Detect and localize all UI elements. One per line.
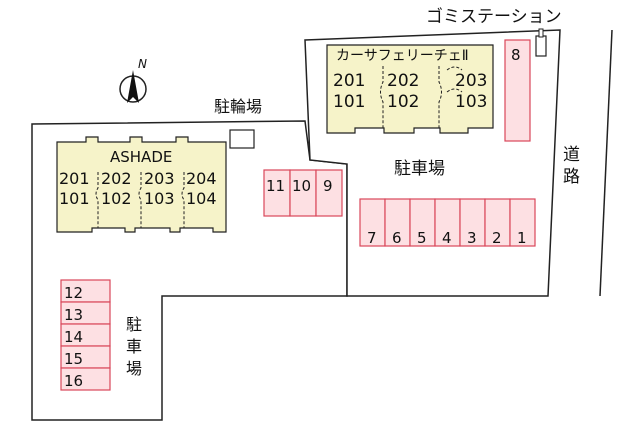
unit-divider bbox=[181, 172, 185, 228]
unit-lower: 101 bbox=[333, 92, 365, 112]
building-casa-felice: カーサフェリーチェⅡ 201 101 202 102 203 103 bbox=[326, 44, 494, 134]
parking-space-label: 3 bbox=[467, 229, 477, 247]
unit-divider-curve bbox=[446, 66, 463, 71]
parking-label-left-1: 駐 bbox=[126, 315, 142, 334]
road-edge-line bbox=[599, 29, 613, 297]
parking-row-middle: 11 10 9 bbox=[263, 169, 343, 217]
unit-upper: 203 bbox=[144, 169, 175, 188]
unit-upper: 203 bbox=[455, 71, 487, 91]
unit-lower: 103 bbox=[144, 189, 175, 208]
unit-divider bbox=[380, 66, 384, 128]
parking-space-label: 12 bbox=[64, 284, 83, 302]
parking-column-left: 12 13 14 15 16 bbox=[60, 279, 111, 391]
parking-label-main: 駐車場 bbox=[394, 159, 445, 179]
parking-space-label: 16 bbox=[64, 372, 83, 390]
parking-space-label: 4 bbox=[442, 229, 452, 247]
road-label-2: 路 bbox=[563, 167, 580, 187]
building-casa-felice-name: カーサフェリーチェⅡ bbox=[336, 48, 469, 64]
unit-upper: 202 bbox=[101, 169, 132, 188]
unit-upper: 202 bbox=[387, 71, 419, 91]
unit-divider bbox=[438, 66, 442, 128]
north-label: N bbox=[138, 57, 147, 71]
parking-space-1 bbox=[509, 198, 536, 247]
unit-upper: 204 bbox=[186, 169, 217, 188]
parking-space-label: 1 bbox=[517, 229, 527, 247]
parking-space-label: 15 bbox=[64, 350, 83, 368]
parking-space-5 bbox=[409, 198, 436, 247]
parking-space-label: 14 bbox=[64, 328, 83, 346]
parking-label-left-3: 場 bbox=[126, 359, 142, 378]
parking-space-label: 13 bbox=[64, 306, 83, 324]
bicycle-parking-label: 駐輪場 bbox=[214, 97, 262, 116]
unit-divider bbox=[95, 172, 99, 228]
road-label-1: 道 bbox=[563, 145, 580, 165]
parking-space-4 bbox=[434, 198, 461, 247]
north-arrow-icon: N bbox=[119, 57, 147, 103]
parking-space-7 bbox=[359, 198, 386, 247]
parking-space-label: 9 bbox=[323, 177, 333, 195]
garbage-station-box bbox=[535, 35, 547, 57]
garbage-station-marker bbox=[538, 28, 544, 38]
unit-upper: 201 bbox=[59, 169, 90, 188]
building-ashade-name: ASHADE bbox=[110, 148, 172, 166]
parking-space-label: 8 bbox=[511, 46, 521, 64]
building-ashade: ASHADE 201 101 202 102 203 103 204 104 bbox=[56, 136, 227, 233]
unit-upper: 201 bbox=[333, 71, 365, 91]
garbage-station-label: ゴミステーション bbox=[426, 6, 562, 27]
parking-space-11 bbox=[263, 169, 291, 217]
parking-label-left-2: 車 bbox=[126, 337, 142, 356]
unit-lower: 102 bbox=[101, 189, 132, 208]
parking-space-10 bbox=[289, 169, 317, 217]
unit-lower: 101 bbox=[59, 189, 90, 208]
parking-row-bottom-right: 7 6 5 4 3 2 1 bbox=[359, 198, 536, 247]
unit-lower: 102 bbox=[387, 92, 419, 112]
parking-space-label: 5 bbox=[417, 229, 427, 247]
parking-space-2 bbox=[484, 198, 511, 247]
parking-space-9 bbox=[315, 169, 343, 217]
parking-space-label: 6 bbox=[392, 229, 402, 247]
bicycle-parking-box bbox=[229, 129, 255, 149]
parking-space-3 bbox=[459, 198, 486, 247]
unit-lower: 104 bbox=[186, 189, 217, 208]
unit-divider-curve bbox=[446, 88, 463, 93]
unit-lower: 103 bbox=[455, 92, 487, 112]
parking-space-label: 2 bbox=[492, 229, 502, 247]
unit-divider bbox=[138, 172, 142, 228]
parking-space-16 bbox=[60, 367, 111, 391]
parking-space-label: 7 bbox=[367, 229, 377, 247]
parking-space-label: 10 bbox=[292, 177, 311, 195]
parking-space-label: 11 bbox=[266, 177, 285, 195]
parking-space-8 bbox=[504, 39, 531, 142]
parking-space-6 bbox=[384, 198, 411, 247]
